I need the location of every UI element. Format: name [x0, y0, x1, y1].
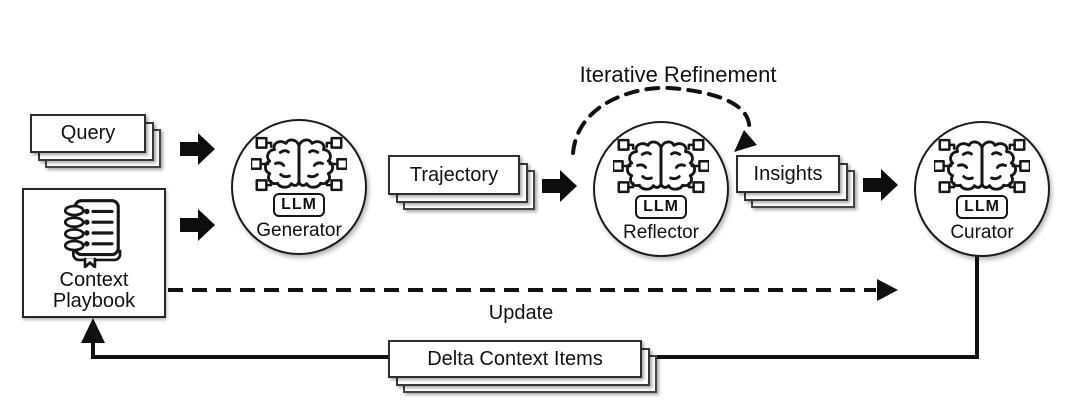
insights-label: Insights [753, 162, 823, 185]
iterative-refinement-dashed-arc [571, 85, 752, 155]
curator-label: Curator [950, 222, 1014, 243]
delta-context-items-label: Delta Context Items [427, 347, 603, 370]
delta-box-face: Delta Context Items [388, 340, 642, 378]
context-playbook-box: Context Playbook [22, 188, 166, 318]
trajectory-to-reflector-arrow [542, 170, 577, 202]
generator-node: LLM Generator [231, 119, 367, 255]
generator-label: Generator [256, 220, 342, 241]
curator-node: LLM Curator [914, 121, 1050, 257]
query-label: Query [60, 122, 116, 144]
trajectory-box: Trajectory [388, 155, 535, 210]
reflector-node: LLM Reflector [593, 121, 729, 257]
insights-box: Insights [736, 155, 855, 208]
llm-badge: LLM [273, 193, 325, 217]
query-box-face: Query [30, 114, 146, 153]
query-to-generator-arrow [180, 133, 215, 165]
insights-box-face: Insights [736, 155, 840, 193]
feedback-arrowhead [81, 318, 105, 343]
context-playbook-label-line1: Context [59, 269, 129, 291]
insights-to-curator-arrow [863, 169, 898, 201]
iterative-refinement-label: Iterative Refinement [579, 62, 777, 87]
update-label: Update [488, 302, 554, 324]
brain-chip-icon [613, 138, 709, 194]
delta-context-items-box: Delta Context Items [388, 340, 657, 393]
query-box: Query [30, 114, 161, 168]
reflector-label: Reflector [622, 222, 700, 243]
trajectory-box-face: Trajectory [388, 155, 520, 195]
brain-chip-icon [934, 138, 1030, 194]
iterative-refinement-arrowhead [734, 130, 757, 152]
llm-badge: LLM [635, 195, 687, 219]
context-playbook-label-line2: Playbook [52, 290, 136, 312]
brain-chip-icon [251, 136, 347, 192]
context-playbook-label: Context Playbook [53, 270, 135, 312]
llm-badge: LLM [956, 195, 1008, 219]
trajectory-label: Trajectory [409, 163, 499, 186]
playbook-to-generator-arrow [180, 209, 215, 241]
notebook-icon [63, 199, 122, 268]
update-arrowhead [877, 279, 898, 301]
